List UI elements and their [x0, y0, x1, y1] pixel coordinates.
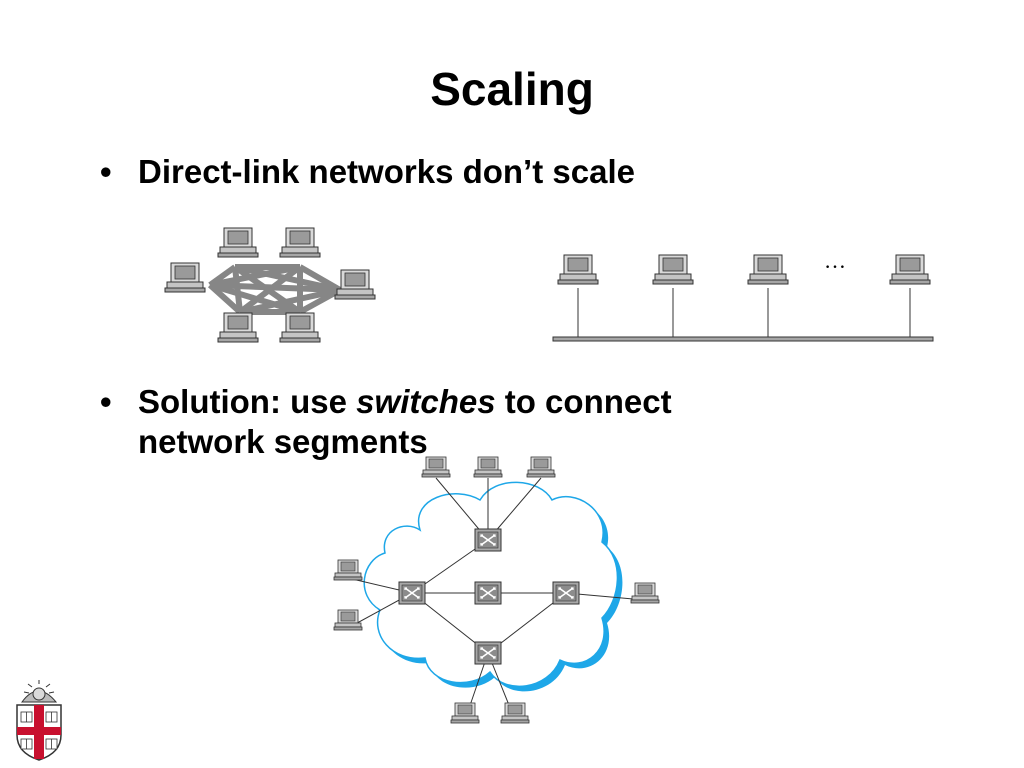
- computer-icon: [500, 702, 530, 724]
- computer-icon: [334, 269, 376, 300]
- computer-icon: [557, 254, 599, 285]
- bullet-marker: •: [100, 383, 112, 420]
- bus-diagram: …: [552, 248, 934, 342]
- switch-icon: [552, 581, 580, 605]
- switch-icon: [474, 641, 502, 665]
- computer-icon: [889, 254, 931, 285]
- computer-icon: [333, 559, 363, 581]
- slide-title: Scaling: [430, 63, 594, 115]
- computer-icon: [473, 456, 503, 478]
- computer-icon: [217, 312, 259, 343]
- computer-icon: [450, 702, 480, 724]
- switched-network-diagram: [333, 456, 660, 724]
- university-crest-icon: [16, 680, 62, 761]
- computer-icon: [164, 262, 206, 293]
- bullet-marker: •: [100, 153, 112, 190]
- computer-icon: [526, 456, 556, 478]
- computer-icon: [333, 609, 363, 631]
- mesh-links: [207, 264, 342, 315]
- computer-icon: [630, 582, 660, 604]
- switch-icon: [398, 581, 426, 605]
- computer-icon: [217, 227, 259, 258]
- switch-icon: [474, 528, 502, 552]
- bus-ellipsis: …: [824, 248, 846, 273]
- bullet-text: Direct-link networks don’t scale: [138, 153, 635, 190]
- computer-icon: [652, 254, 694, 285]
- emphasis-switches: switches: [356, 383, 496, 420]
- computer-icon: [421, 456, 451, 478]
- full-mesh-diagram: [164, 227, 376, 343]
- switch-icon: [474, 581, 502, 605]
- computer-icon: [747, 254, 789, 285]
- computer-icon: [279, 227, 321, 258]
- computer-icon: [279, 312, 321, 343]
- bus-drops: [577, 288, 911, 338]
- bus-line: [552, 336, 934, 342]
